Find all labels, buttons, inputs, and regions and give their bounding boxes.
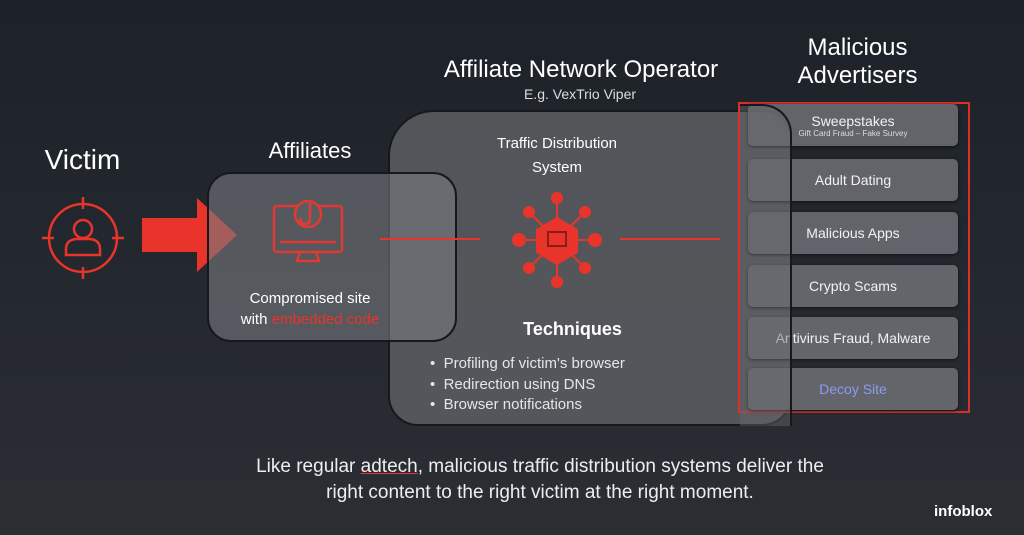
caption-line2: right content to the right victim at the… xyxy=(326,482,754,503)
advertiser-crypto-scams: Crypto Scams xyxy=(748,265,958,307)
caption-text: Like regular xyxy=(256,456,361,477)
tds-label-2: System xyxy=(531,159,582,176)
flow-line-2 xyxy=(620,238,720,240)
target-victim-icon xyxy=(42,197,124,279)
operator-box-overlap xyxy=(740,104,792,426)
advertiser-antivirus-fraud: Antivirus Fraud, Malware xyxy=(748,317,958,359)
advertisers-bracket xyxy=(738,102,970,413)
technique-item: • Profiling of victim's browser xyxy=(430,355,625,372)
site-label-with: with xyxy=(240,311,268,328)
advertiser-adult-dating: Adult Dating xyxy=(748,159,958,201)
caption-text: , malicious traffic distribution systems… xyxy=(417,456,824,477)
technique-item: • Browser notifications xyxy=(430,396,582,413)
caption-adtech: adtech xyxy=(360,456,418,477)
site-label-line1: Compromised site xyxy=(249,290,371,307)
operator-title: Affiliate Network Operator xyxy=(443,56,719,83)
infoblox-logo: infoblox xyxy=(934,503,993,520)
tds-label-1: Traffic Distribution xyxy=(496,135,618,152)
hooked-monitor-icon xyxy=(272,199,344,263)
affiliates-title: Affiliates xyxy=(268,138,352,163)
site-label-embedded-code: embedded code xyxy=(271,311,380,328)
operator-subtitle: E.g. VexTrio Viper xyxy=(523,86,637,102)
advertisers-title-2: Advertisers xyxy=(797,62,918,89)
network-hub-icon xyxy=(512,192,602,288)
affiliates-box xyxy=(207,172,457,342)
advertisers-title-1: Malicious xyxy=(807,34,908,61)
flow-line-1 xyxy=(380,238,480,240)
techniques-title: Techniques xyxy=(523,319,622,339)
advertiser-malicious-apps: Malicious Apps xyxy=(748,212,958,254)
victim-title: Victim xyxy=(44,144,121,175)
technique-item: • Redirection using DNS xyxy=(430,375,596,393)
